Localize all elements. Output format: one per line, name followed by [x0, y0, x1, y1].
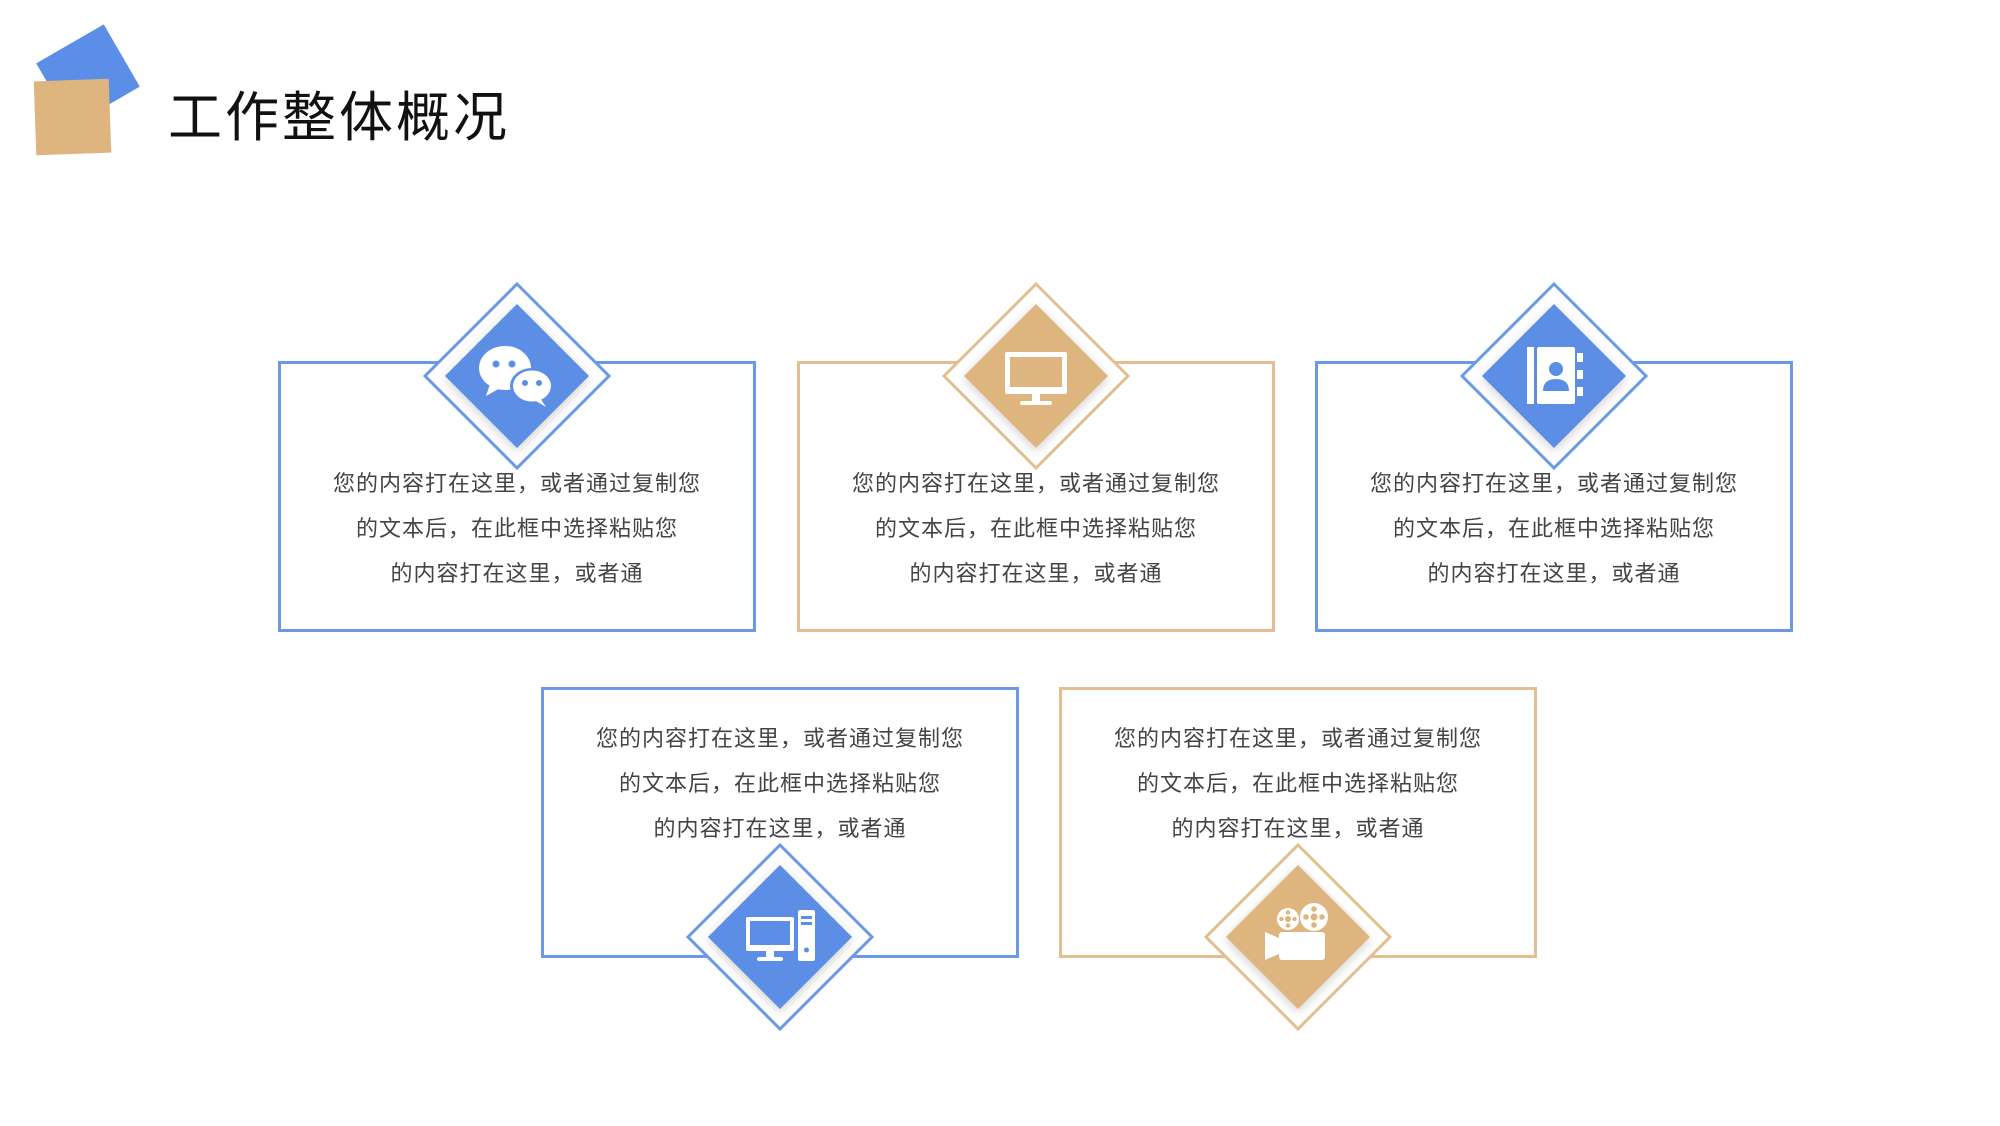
card-text-line: 您的内容打在这里，或者通过复制您 [595, 727, 964, 752]
card-text-line: 您的内容打在这里，或者通过复制您 [1369, 472, 1738, 497]
content-card-5: 您的内容打在这里，或者通过复制您 的文本后，在此框中选择粘贴您 的内容打在这里，… [1059, 687, 1537, 958]
card-text-line: 的内容打在这里，或者通 [1427, 562, 1681, 587]
card-text: 您的内容打在这里，或者通过复制您 的文本后，在此框中选择粘贴您 的内容打在这里，… [800, 462, 1272, 597]
card-text-line: 您的内容打在这里，或者通过复制您 [1113, 727, 1482, 752]
card-text-line: 的文本后，在此框中选择粘贴您 [355, 517, 678, 542]
decorative-tan-square [33, 78, 112, 156]
card-text-line: 的内容打在这里，或者通 [1171, 817, 1425, 842]
movie-camera-icon [1265, 903, 1328, 960]
card-text-line: 的内容打在这里，或者通 [653, 817, 907, 842]
wechat-chat-icon [479, 346, 554, 407]
card-text-line: 的文本后，在此框中选择粘贴您 [618, 772, 941, 797]
card-2-icon-badge [929, 269, 1143, 483]
card-text: 您的内容打在这里，或者通过复制您 的文本后，在此框中选择粘贴您 的内容打在这里，… [1318, 462, 1790, 597]
card-text-line: 您的内容打在这里，或者通过复制您 [851, 472, 1220, 497]
card-3-icon-badge [1447, 269, 1661, 483]
desktop-computer-icon [746, 910, 815, 961]
card-text-line: 您的内容打在这里，或者通过复制您 [332, 472, 701, 497]
card-text-line: 的文本后，在此框中选择粘贴您 [1136, 772, 1459, 797]
card-4-icon-badge [673, 830, 887, 1044]
card-text-line: 的内容打在这里，或者通 [909, 562, 1163, 587]
contact-book-icon [1527, 347, 1583, 404]
card-text-line: 的文本后，在此框中选择粘贴您 [1392, 517, 1715, 542]
card-5-icon-badge [1191, 830, 1405, 1044]
monitor-icon [1005, 352, 1067, 405]
card-text: 您的内容打在这里，或者通过复制您 的文本后，在此框中选择粘贴您 的内容打在这里，… [281, 462, 753, 597]
card-text-line: 的文本后，在此框中选择粘贴您 [874, 517, 1197, 542]
content-card-3: 您的内容打在这里，或者通过复制您 的文本后，在此框中选择粘贴您 的内容打在这里，… [1315, 361, 1793, 632]
page-title: 工作整体概况 [168, 86, 510, 149]
card-1-icon-badge [410, 269, 624, 483]
card-text: 您的内容打在这里，或者通过复制您 的文本后，在此框中选择粘贴您 的内容打在这里，… [1062, 717, 1534, 852]
card-text: 您的内容打在这里，或者通过复制您 的文本后，在此框中选择粘贴您 的内容打在这里，… [544, 717, 1016, 852]
card-text-line: 的内容打在这里，或者通 [390, 562, 644, 587]
